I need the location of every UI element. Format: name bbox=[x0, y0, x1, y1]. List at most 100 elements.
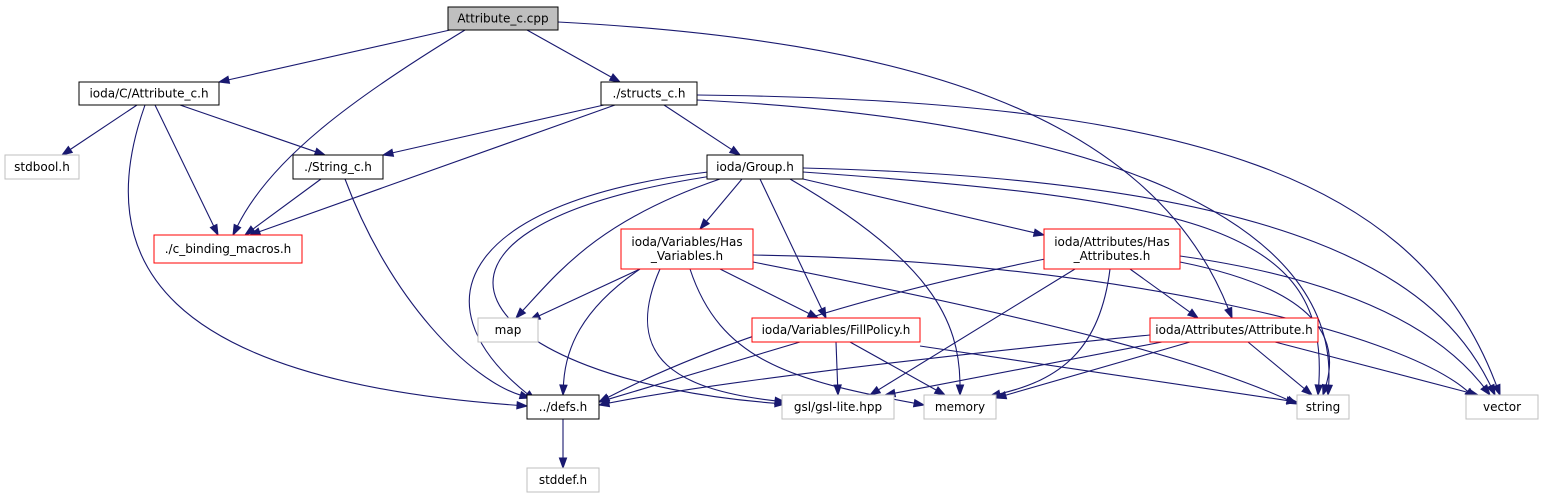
edge-line bbox=[391, 104, 605, 154]
node-label: ioda/Variables/Has bbox=[631, 235, 742, 249]
edge-string-c-h-to-defs-h bbox=[344, 178, 532, 400]
arrowhead bbox=[994, 390, 1008, 400]
node-label: ioda/C/Attribute_c.h bbox=[89, 87, 208, 101]
edge-has-attributes-h-to-memory bbox=[988, 268, 1111, 398]
node-structs-c-h[interactable]: ./structs_c.h bbox=[600, 81, 698, 106]
node-map: map bbox=[477, 317, 539, 343]
node-has-attributes-h[interactable]: ioda/Attributes/Has_Attributes.h bbox=[1043, 228, 1181, 270]
node-box bbox=[526, 467, 600, 493]
edge-line bbox=[562, 268, 641, 387]
edge-has-variables-h-to-memory bbox=[689, 268, 926, 408]
arrowhead bbox=[699, 218, 711, 231]
edge-line bbox=[557, 21, 1230, 310]
arrowhead bbox=[313, 147, 327, 156]
edge-line bbox=[759, 178, 823, 311]
edge-line bbox=[802, 178, 1036, 234]
edge-fillpolicy-h-to-gsl-lite-hpp bbox=[833, 341, 842, 397]
edge-line bbox=[526, 29, 613, 79]
node-has-variables-h[interactable]: ioda/Variables/Has_Variables.h bbox=[620, 228, 754, 270]
edge-ioda-c-attribute-c-h-to-c-binding-macros-h bbox=[154, 104, 219, 237]
edge-ioda-group-h-to-map bbox=[515, 178, 721, 320]
edge-ioda-group-h-to-has-variables-h bbox=[699, 178, 743, 231]
arrowhead bbox=[515, 307, 527, 320]
node-box bbox=[1465, 394, 1539, 420]
edge-attribute-c-cpp-to-attribute-h bbox=[557, 21, 1233, 320]
arrowhead bbox=[774, 396, 787, 406]
node-box bbox=[620, 228, 754, 270]
arrowhead bbox=[1186, 308, 1200, 319]
node-box bbox=[1149, 317, 1319, 343]
arrowhead bbox=[243, 225, 257, 236]
node-gsl-lite-hpp: gsl/gsl-lite.hpp bbox=[781, 394, 895, 420]
edge-has-variables-h-to-fillpolicy-h bbox=[719, 268, 820, 319]
arrowhead bbox=[597, 398, 611, 408]
edge-line bbox=[468, 171, 709, 395]
edge-attribute-c-cpp-to-structs-c-h bbox=[526, 29, 622, 83]
edge-line bbox=[537, 268, 641, 317]
arrowhead bbox=[516, 400, 529, 410]
edge-line bbox=[69, 104, 138, 151]
edge-line bbox=[227, 29, 451, 81]
edge-line bbox=[1129, 268, 1192, 314]
edge-ioda-c-attribute-c-h-to-string-c-h bbox=[179, 104, 327, 156]
edge-structs-c-h-to-string-c-h bbox=[381, 104, 605, 157]
edge-line bbox=[998, 268, 1111, 395]
node-ioda-c-attribute-c-h[interactable]: ioda/C/Attribute_c.h bbox=[78, 81, 220, 106]
node-fillpolicy-h[interactable]: ioda/Variables/FillPolicy.h bbox=[751, 317, 921, 343]
arrowhead bbox=[1314, 384, 1324, 397]
node-label: ./String_c.h bbox=[304, 160, 372, 174]
edge-attribute-h-to-vector bbox=[1274, 341, 1480, 397]
node-stdbool-h: stdbool.h bbox=[4, 154, 80, 180]
edge-line bbox=[919, 345, 1289, 402]
edge-has-variables-h-to-gsl-lite-hpp bbox=[646, 268, 787, 406]
arrowhead bbox=[1480, 384, 1491, 397]
edge-has-variables-h-to-defs-h bbox=[559, 268, 641, 397]
node-defs-h[interactable]: ../defs.h bbox=[526, 394, 600, 420]
edge-line bbox=[789, 178, 961, 387]
arrowhead bbox=[209, 223, 219, 237]
node-string: string bbox=[1296, 394, 1350, 420]
edge-line bbox=[877, 268, 1076, 391]
node-label: ioda/Attributes/Has bbox=[1054, 235, 1170, 249]
node-label: vector bbox=[1483, 400, 1521, 414]
edge-line bbox=[492, 175, 777, 404]
edge-line bbox=[1179, 261, 1331, 387]
edge-ioda-group-h-to-fillpolicy-h bbox=[759, 178, 827, 320]
edge-line bbox=[802, 167, 1492, 388]
node-attribute-h[interactable]: ioda/Attributes/Attribute.h bbox=[1149, 317, 1319, 343]
node-label: stdbool.h bbox=[14, 160, 70, 174]
node-attribute-c-cpp[interactable]: Attribute_c.cpp bbox=[447, 6, 559, 31]
node-label: map bbox=[495, 323, 522, 337]
arrowhead bbox=[868, 385, 882, 396]
edge-attribute-h-to-string bbox=[1247, 341, 1314, 396]
arrowhead bbox=[217, 75, 231, 84]
node-ioda-group-h[interactable]: ioda/Group.h bbox=[706, 154, 804, 180]
node-c-binding-macros-h[interactable]: ./c_binding_macros.h bbox=[153, 234, 303, 264]
node-label: ../defs.h bbox=[539, 400, 588, 414]
edge-attribute-h-to-gsl-lite-hpp bbox=[883, 341, 1163, 398]
edge-line bbox=[236, 29, 466, 228]
node-string-c-h[interactable]: ./String_c.h bbox=[292, 154, 384, 180]
node-label: ./c_binding_macros.h bbox=[165, 242, 292, 256]
arrowhead bbox=[833, 384, 842, 397]
edge-line bbox=[521, 178, 721, 312]
edge-line bbox=[1004, 341, 1191, 397]
arrowhead bbox=[1224, 306, 1233, 320]
node-label: ./structs_c.h bbox=[613, 87, 686, 101]
edge-line bbox=[251, 178, 322, 231]
edge-line bbox=[696, 99, 1330, 387]
node-box bbox=[153, 234, 303, 264]
edge-structs-c-h-to-vector bbox=[696, 94, 1501, 397]
edge-attribute-c-cpp-to-c-binding-macros-h bbox=[232, 29, 466, 237]
edge-line bbox=[646, 268, 777, 402]
arrowhead bbox=[1301, 384, 1314, 396]
node-box bbox=[4, 154, 80, 180]
arrowhead bbox=[1032, 228, 1046, 237]
edge-ioda-c-attribute-c-h-to-stdbool-h bbox=[60, 104, 138, 156]
arrowhead bbox=[60, 145, 74, 156]
edge-ioda-group-h-to-has-attributes-h bbox=[802, 178, 1046, 237]
edge-attribute-h-to-defs-h bbox=[597, 334, 1151, 408]
node-memory: memory bbox=[923, 394, 997, 420]
edge-has-attributes-h-to-gsl-lite-hpp bbox=[868, 268, 1076, 396]
edge-line bbox=[752, 261, 1290, 401]
